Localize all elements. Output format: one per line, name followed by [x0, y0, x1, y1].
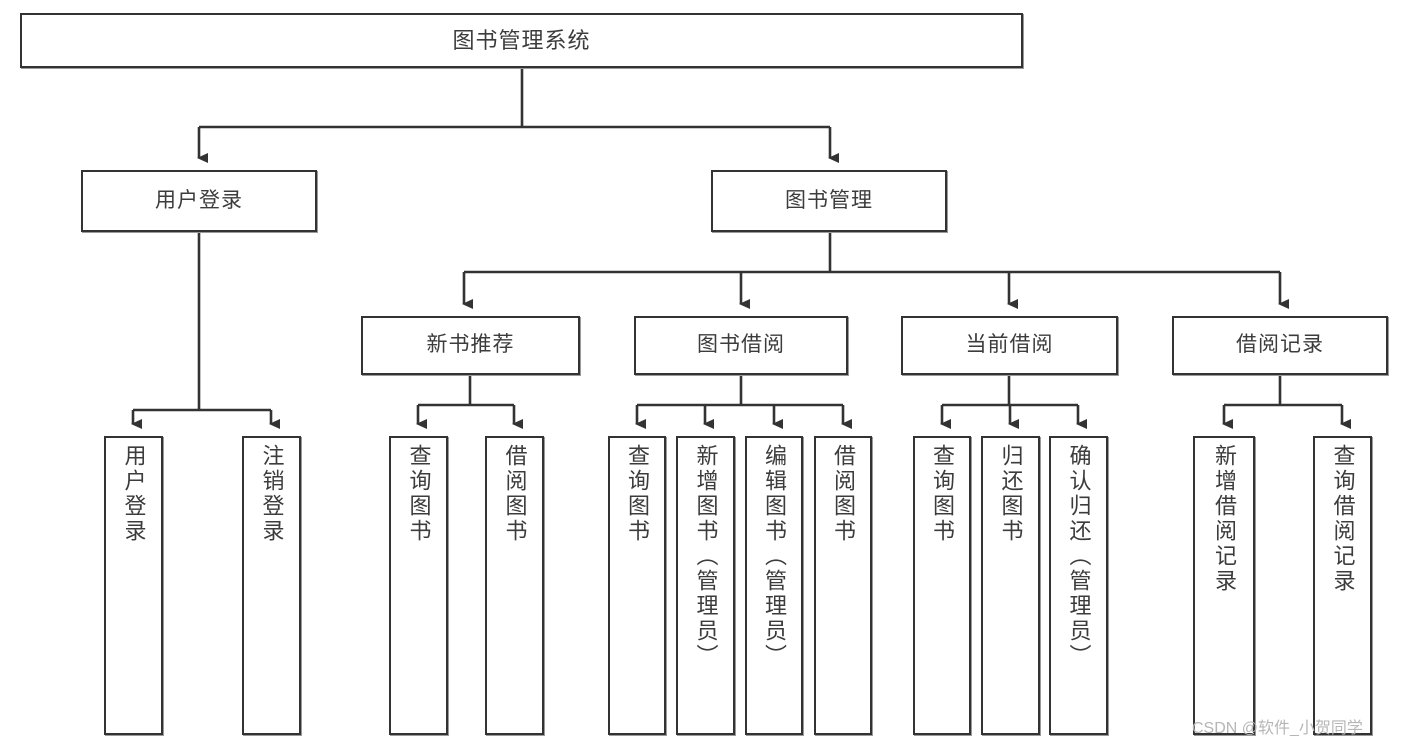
- csdn-watermark: CSDN @软件_小贺同学: [1192, 720, 1363, 737]
- node-current-borrow[interactable]: 当前借阅: [901, 316, 1118, 375]
- leaf-book-borrow-borrow[interactable]: 借阅图书: [814, 436, 872, 735]
- node-label: 用户登录: [121, 444, 147, 544]
- leaf-new-book-borrow[interactable]: 借阅图书: [485, 436, 544, 735]
- leaf-book-borrow-edit[interactable]: 编辑图书（管理员）: [745, 436, 803, 735]
- node-label: 查询图书: [406, 444, 432, 544]
- node-label: 新增借阅记录: [1212, 444, 1237, 594]
- leaf-borrow-record-query[interactable]: 查询借阅记录: [1313, 436, 1372, 735]
- node-label: 借阅记录: [1236, 333, 1324, 357]
- leaf-book-borrow-query[interactable]: 查询图书: [608, 436, 666, 735]
- node-label: 图书管理系统: [452, 27, 591, 53]
- leaf-current-borrow-confirm-return[interactable]: 确认归还（管理员）: [1049, 436, 1108, 735]
- leaf-current-borrow-query[interactable]: 查询图书: [913, 436, 971, 735]
- node-label: 新书推荐: [426, 333, 515, 357]
- node-label: 注销登录: [259, 444, 285, 544]
- node-root-system[interactable]: 图书管理系统: [20, 13, 1023, 68]
- node-label: 新增图书（管理员）: [693, 444, 719, 669]
- node-label: 图书借阅: [697, 333, 785, 357]
- node-label: 借阅图书: [502, 444, 528, 544]
- leaf-new-book-query[interactable]: 查询图书: [389, 436, 448, 735]
- leaf-user-login-login[interactable]: 用户登录: [104, 436, 163, 735]
- node-label: 借阅图书: [831, 444, 856, 544]
- node-label: 当前借阅: [965, 333, 1054, 357]
- node-label: 归还图书: [998, 444, 1024, 544]
- node-user-login[interactable]: 用户登录: [81, 170, 317, 232]
- leaf-user-login-logout[interactable]: 注销登录: [242, 436, 301, 735]
- leaf-current-borrow-return[interactable]: 归还图书: [981, 436, 1040, 735]
- node-label: 查询借阅记录: [1330, 444, 1356, 594]
- node-label: 查询图书: [930, 444, 955, 544]
- node-book-borrow[interactable]: 图书借阅: [634, 316, 848, 375]
- node-borrow-record[interactable]: 借阅记录: [1172, 316, 1388, 375]
- node-book-management[interactable]: 图书管理: [711, 170, 947, 232]
- node-new-book-recommend[interactable]: 新书推荐: [361, 316, 580, 375]
- leaf-borrow-record-add[interactable]: 新增借阅记录: [1193, 436, 1255, 735]
- node-label: 图书管理: [785, 188, 873, 212]
- node-label: 查询图书: [625, 444, 650, 544]
- node-label: 编辑图书（管理员）: [762, 444, 787, 669]
- node-label: 确认归还（管理员）: [1066, 444, 1092, 669]
- leaf-book-borrow-add[interactable]: 新增图书（管理员）: [676, 436, 735, 735]
- node-label: 用户登录: [155, 188, 243, 212]
